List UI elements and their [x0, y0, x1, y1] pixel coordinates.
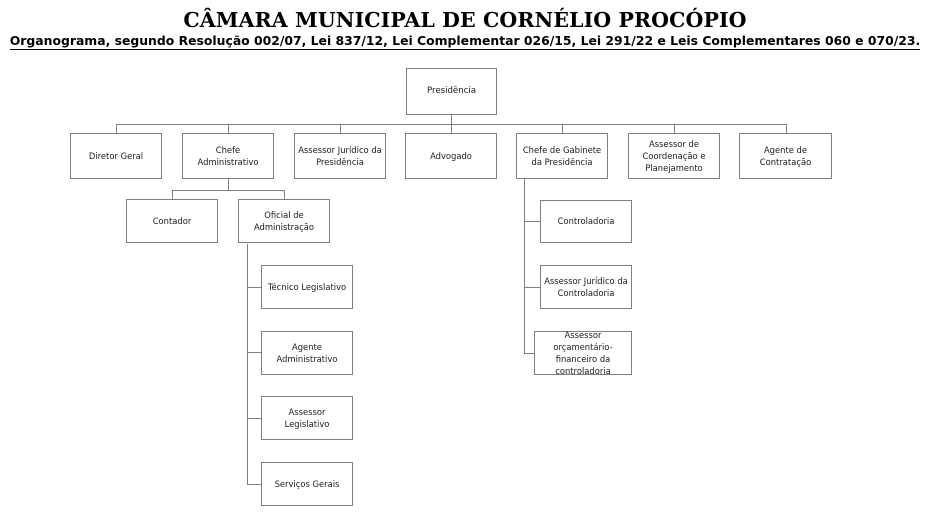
connector-elbow-tecnico-legislativo	[247, 287, 261, 288]
connector-elbow-agente-administrativo	[247, 352, 261, 353]
node-advogado[interactable]: Advogado	[405, 133, 497, 179]
connector-drop-diretor-geral	[116, 124, 117, 133]
page-subtitle-text: Organograma, segundo Resolução 002/07, L…	[9, 33, 921, 50]
node-agente-administrativo[interactable]: Agente Administrativo	[261, 331, 353, 375]
node-diretor-geral[interactable]: Diretor Geral	[70, 133, 162, 179]
connector-drop-agente-contratacao	[786, 124, 787, 133]
connector-chefe-administrativo-stem	[228, 179, 229, 190]
connector-elbow-assessor-legislativo	[247, 418, 261, 419]
connector-presidencia-stem	[451, 115, 452, 125]
connector-drop-advogado	[451, 124, 452, 133]
connector-elbow-assessor-juridico-controladoria	[524, 287, 540, 288]
node-oficial-administracao[interactable]: Oficial de Administração	[238, 199, 330, 243]
node-tecnico-legislativo[interactable]: Técnico Legislativo	[261, 265, 353, 309]
node-controladoria[interactable]: Controladoria	[540, 200, 632, 243]
connector-oficial-spine	[247, 244, 248, 484]
connector-elbow-assessor-orcamentario	[524, 353, 540, 354]
connector-elbow-servicos-gerais	[247, 484, 261, 485]
connector-drop-chefe-administrativo	[228, 124, 229, 133]
connector-drop-oficial-administracao	[284, 190, 285, 199]
node-assessor-juridico-presidencia[interactable]: Assessor Jurídico da Presidência	[294, 133, 386, 179]
node-chefe-administrativo[interactable]: Chefe Administrativo	[182, 133, 274, 179]
connector-drop-contador	[172, 190, 173, 199]
connector-gabinete-spine	[524, 179, 525, 353]
connector-drop-assessor-coordenacao	[674, 124, 675, 133]
connector-drop-assessor-juridico-presidencia	[340, 124, 341, 133]
node-presidencia[interactable]: Presidência	[406, 68, 497, 115]
node-assessor-coordenacao-planejamento[interactable]: Assessor de Coordenação e Planejamento	[628, 133, 720, 179]
page-title: CÂMARA MUNICIPAL DE CORNÉLIO PROCÓPIO	[183, 8, 747, 32]
node-agente-contratacao[interactable]: Agente de Contratação	[739, 133, 832, 179]
node-chefe-gabinete-presidencia[interactable]: Chefe de Gabinete da Presidência	[516, 133, 608, 179]
node-assessor-legislativo[interactable]: Assessor Legislativo	[261, 396, 353, 440]
connector-elbow-controladoria	[524, 221, 540, 222]
node-assessor-juridico-controladoria[interactable]: Assessor Jurídico da Controladoria	[540, 265, 632, 309]
node-servicos-gerais[interactable]: Serviços Gerais	[261, 462, 353, 506]
node-contador[interactable]: Contador	[126, 199, 218, 243]
connector-drop-chefe-gabinete	[562, 124, 563, 133]
connector-chefe-administrativo-bus	[172, 190, 284, 191]
page-subtitle: Organograma, segundo Resolução 002/07, L…	[0, 33, 930, 50]
node-assessor-orcamentario-financeiro[interactable]: Assessor orçamentário-financeiro da cont…	[534, 330, 632, 376]
